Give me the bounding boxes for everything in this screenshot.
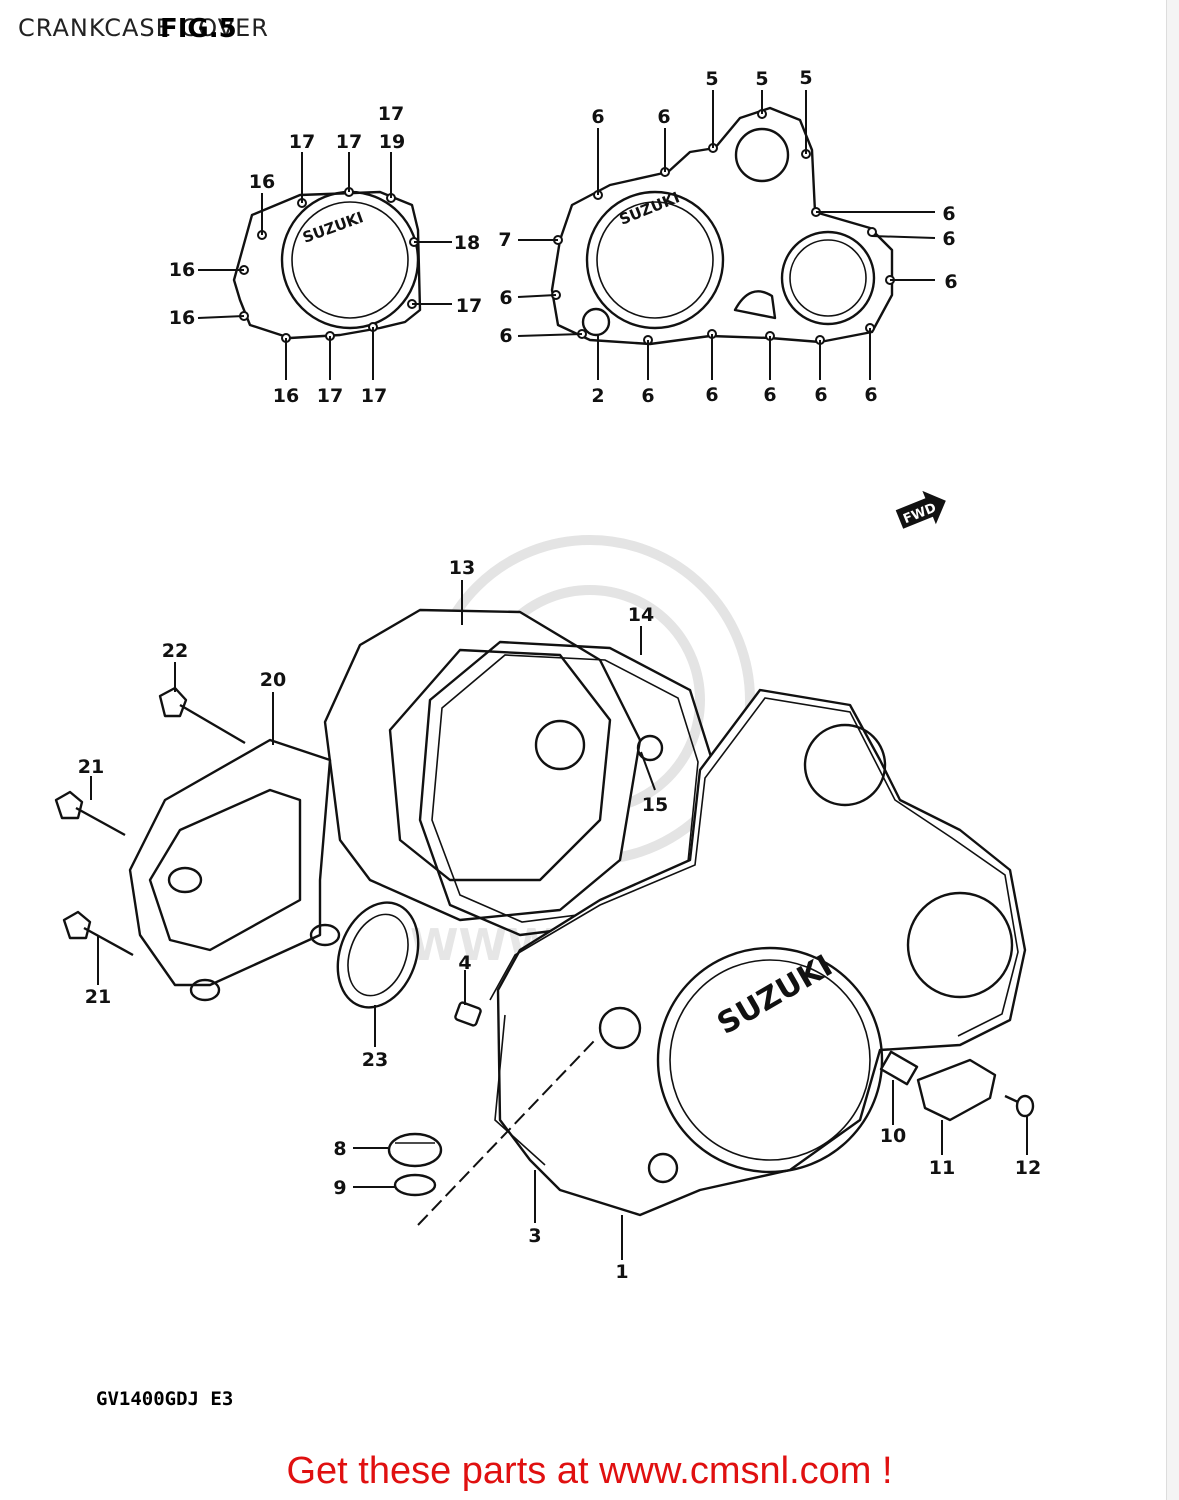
callout-6: 6	[641, 385, 654, 407]
callout-21: 21	[85, 986, 111, 1008]
callout-14: 14	[628, 604, 654, 626]
callout-16: 16	[169, 307, 195, 329]
callout-6: 6	[944, 271, 957, 293]
callout-9: 9	[333, 1177, 346, 1199]
callout-12: 12	[1015, 1157, 1041, 1179]
callout-16: 16	[249, 171, 275, 193]
callout-16: 16	[169, 259, 195, 281]
figure-number: FIG.5	[160, 14, 237, 44]
left-cover-bolts	[239, 187, 419, 343]
model-code: GV1400GDJ E3	[96, 1388, 234, 1410]
callout-17: 17	[317, 385, 343, 407]
callout-6: 6	[705, 384, 718, 406]
callout-6: 6	[657, 106, 670, 128]
callout-4: 4	[458, 952, 471, 974]
callout-6: 6	[942, 203, 955, 225]
callout-17: 17	[336, 131, 362, 153]
left-cover-leaders	[197, 152, 452, 380]
right-cover-bolts	[551, 109, 895, 345]
outer-cover	[128, 738, 341, 1002]
callout-6: 6	[942, 228, 955, 250]
bolt-21-lower	[62, 910, 134, 957]
callout-10: 10	[880, 1125, 906, 1147]
callout-6: 6	[499, 325, 512, 347]
callout-16: 16	[273, 385, 299, 407]
filler-cap	[387, 1132, 443, 1168]
footer-link[interactable]: Get these parts at www.cmsnl.com !	[286, 1450, 893, 1492]
callout-3: 3	[528, 1225, 541, 1247]
right-large-cover: SUZUKI	[550, 106, 894, 346]
page-title: CRANKCASE COVER	[18, 14, 269, 42]
dowel-pin	[454, 1001, 482, 1027]
callout-7: 7	[498, 229, 511, 251]
forward-direction-arrow: FWD	[895, 490, 946, 529]
callout-13: 13	[449, 557, 475, 579]
svg-text:SUZUKI: SUZUKI	[617, 188, 682, 228]
callout-19: 19	[379, 131, 405, 153]
o-ring	[393, 1173, 437, 1197]
callout-17: 17	[361, 385, 387, 407]
callout-5: 5	[799, 67, 812, 89]
callout-6: 6	[591, 106, 604, 128]
callout-5: 5	[755, 68, 768, 90]
callout-8: 8	[333, 1138, 346, 1160]
callout-11: 11	[929, 1157, 955, 1179]
bolt-22	[158, 686, 246, 745]
callout-6: 6	[814, 384, 827, 406]
callout-1: 1	[615, 1261, 628, 1283]
callout-17: 17	[289, 131, 315, 153]
switch-cover-plate	[916, 1058, 997, 1122]
callout-15: 15	[642, 794, 668, 816]
callout-2: 2	[591, 385, 604, 407]
main-crankcase-cover: SUZUKI	[496, 688, 1027, 1217]
callout-6: 6	[499, 287, 512, 309]
callout-17: 17	[456, 295, 482, 317]
right-cover-leaders	[517, 90, 936, 380]
oil-seal	[336, 901, 420, 1009]
assembly-leaders	[90, 580, 1028, 1260]
callout-17: 17	[378, 103, 404, 125]
main-cover-gasket	[489, 697, 1019, 1166]
callout-18: 18	[454, 232, 480, 254]
bolt-21-upper	[54, 790, 126, 837]
page-edge	[1166, 0, 1179, 1500]
callout-6: 6	[763, 384, 776, 406]
callout-20: 20	[260, 669, 286, 691]
screw-12	[1004, 1094, 1035, 1118]
callout-23: 23	[362, 1049, 388, 1071]
callout-21: 21	[78, 756, 104, 778]
inner-housing	[323, 608, 664, 922]
switch	[879, 1050, 919, 1086]
callout-6: 6	[864, 384, 877, 406]
callout-22: 22	[162, 640, 188, 662]
svg-text:SUZUKI: SUZUKI	[300, 208, 366, 247]
callout-5: 5	[705, 68, 718, 90]
